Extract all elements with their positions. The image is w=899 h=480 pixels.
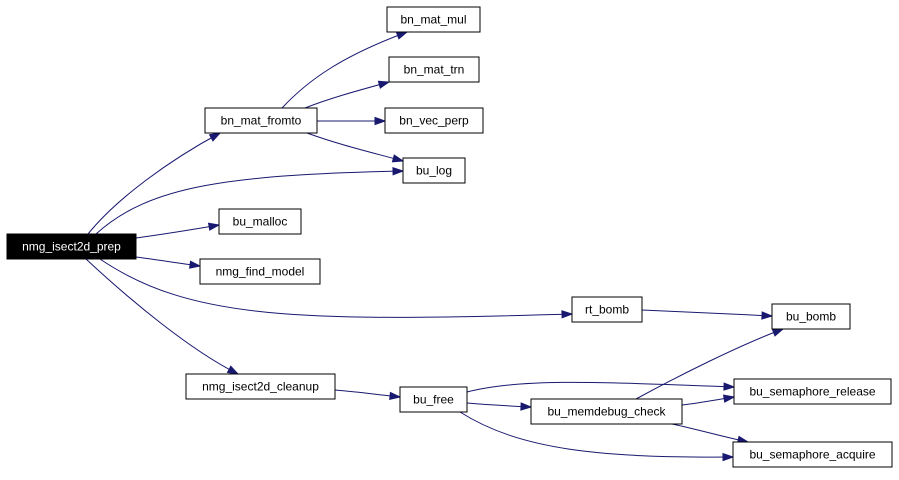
node-bu_memdebug_check[interactable]: bu_memdebug_check [530,398,683,425]
node-label: bu_malloc [233,215,288,229]
edge-bn_mat_fromto-to-bu_log [306,132,405,163]
node-rt_bomb[interactable]: rt_bomb [571,296,643,323]
edge-rt_bomb-to-bu_bomb [641,309,774,320]
node-box[interactable] [732,441,893,468]
edge-bn_mat_fromto-to-bn_mat_trn [304,80,391,109]
arrowhead-icon [392,167,405,176]
node-bu_semaphore_acquire[interactable]: bu_semaphore_acquire [732,441,893,468]
node-label: bu_bomb [786,310,836,324]
edge-bn_mat_fromto-to-bn_vec_perp [316,116,387,126]
edges-layer [85,31,785,462]
edge-line [635,328,784,400]
node-box[interactable] [388,56,480,83]
node-label: bu_free [413,393,454,407]
arrowhead-icon [761,311,774,320]
node-label: bn_vec_perp [399,114,469,128]
node-bu_bomb[interactable]: bu_bomb [771,303,851,330]
node-bu_malloc[interactable]: bu_malloc [218,208,302,235]
arrowhead-icon [561,310,574,319]
node-label: bu_semaphore_acquire [749,448,875,462]
edge-line [671,423,749,443]
arrowhead-icon [389,391,402,401]
node-bu_free[interactable]: bu_free [399,386,468,413]
edge-line [87,132,221,235]
arrowhead-icon [723,382,736,391]
edge-line [459,411,734,458]
edge-nmg_isect2d_prep-to-nmg_find_model [135,256,202,269]
arrowhead-icon [391,154,405,163]
node-nmg_isect2d_prep[interactable]: nmg_isect2d_prep [6,233,137,260]
edge-bu_memdebug_check-to-bu_semaphore_acquire [671,423,750,444]
node-box[interactable] [199,258,321,285]
node-label: nmg_isect2d_cleanup [202,380,319,394]
node-box[interactable] [530,398,683,425]
arrowhead-icon [771,328,785,337]
edge-nmg_isect2d_prep-to-bu_malloc [135,222,221,239]
node-label: bu_log [416,164,452,178]
arrowhead-icon [226,365,240,375]
edge-nmg_isect2d_prep-to-nmg_isect2d_cleanup [85,258,240,375]
node-box[interactable] [218,208,302,235]
arrowhead-icon [189,260,202,269]
node-box[interactable] [733,378,892,405]
edge-line [306,132,404,162]
edge-bu_free-to-bu_memdebug_check [466,402,533,411]
node-bn_mat_fromto[interactable]: bn_mat_fromto [204,107,318,134]
node-label: bn_mat_trn [404,63,465,77]
node-box[interactable] [384,107,484,134]
node-nmg_isect2d_cleanup[interactable]: nmg_isect2d_cleanup [185,373,336,400]
node-nmg_find_model[interactable]: nmg_find_model [199,258,321,285]
node-box[interactable] [399,386,468,413]
node-label: bu_memdebug_check [547,405,666,419]
node-box[interactable] [185,373,336,400]
node-label: bu_semaphore_release [749,385,875,399]
node-label: bn_mat_fromto [221,114,302,128]
arrowhead-icon [722,452,735,462]
edge-line [281,31,408,109]
edge-line [304,81,390,109]
edge-nmg_isect2d_prep-to-rt_bomb [99,258,574,319]
edge-bu_free-to-bu_semaphore_release [466,381,736,393]
edge-line [95,170,404,235]
node-box[interactable] [402,157,466,184]
arrowhead-icon [395,31,409,40]
arrowhead-icon [208,132,222,142]
node-bn_mat_trn[interactable]: bn_mat_trn [388,56,480,83]
edge-line [466,381,735,393]
node-box[interactable] [204,107,318,134]
arrowhead-icon [374,116,387,126]
node-label: bn_mat_mul [400,13,466,27]
edge-line [99,258,573,318]
edge-nmg_isect2d_prep-to-bn_mat_fromto [87,132,222,235]
node-label: nmg_find_model [216,265,305,279]
arrowhead-icon [377,80,391,89]
node-bu_log[interactable]: bu_log [402,157,466,184]
edge-bn_mat_fromto-to-bn_mat_mul [281,31,409,109]
edge-bu_memdebug_check-to-bu_semaphore_release [681,394,736,406]
nodes-layer: nmg_isect2d_prep bn_mat_fromto bn_mat_mulb… [6,6,893,468]
node-box[interactable] [771,303,851,330]
node-box[interactable] [386,6,481,33]
node-bu_semaphore_release[interactable]: bu_semaphore_release [733,378,892,405]
edge-nmg_isect2d_cleanup-to-bu_free [334,389,402,401]
edge-bu_free-to-bu_semaphore_acquire [459,411,735,462]
edge-line [135,224,220,239]
node-bn_mat_mul[interactable]: bn_mat_mul [386,6,481,33]
node-label: nmg_isect2d_prep [22,240,121,254]
arrowhead-icon [520,402,533,411]
edge-nmg_isect2d_prep-to-bu_log [95,167,405,235]
edge-line [641,309,773,317]
arrowhead-icon [207,222,221,231]
node-box[interactable] [571,296,643,323]
node-box[interactable] [6,233,137,260]
node-bn_vec_perp[interactable]: bn_vec_perp [384,107,484,134]
node-label: rt_bomb [585,303,629,317]
edge-line [85,258,239,375]
arrowhead-icon [722,394,736,403]
